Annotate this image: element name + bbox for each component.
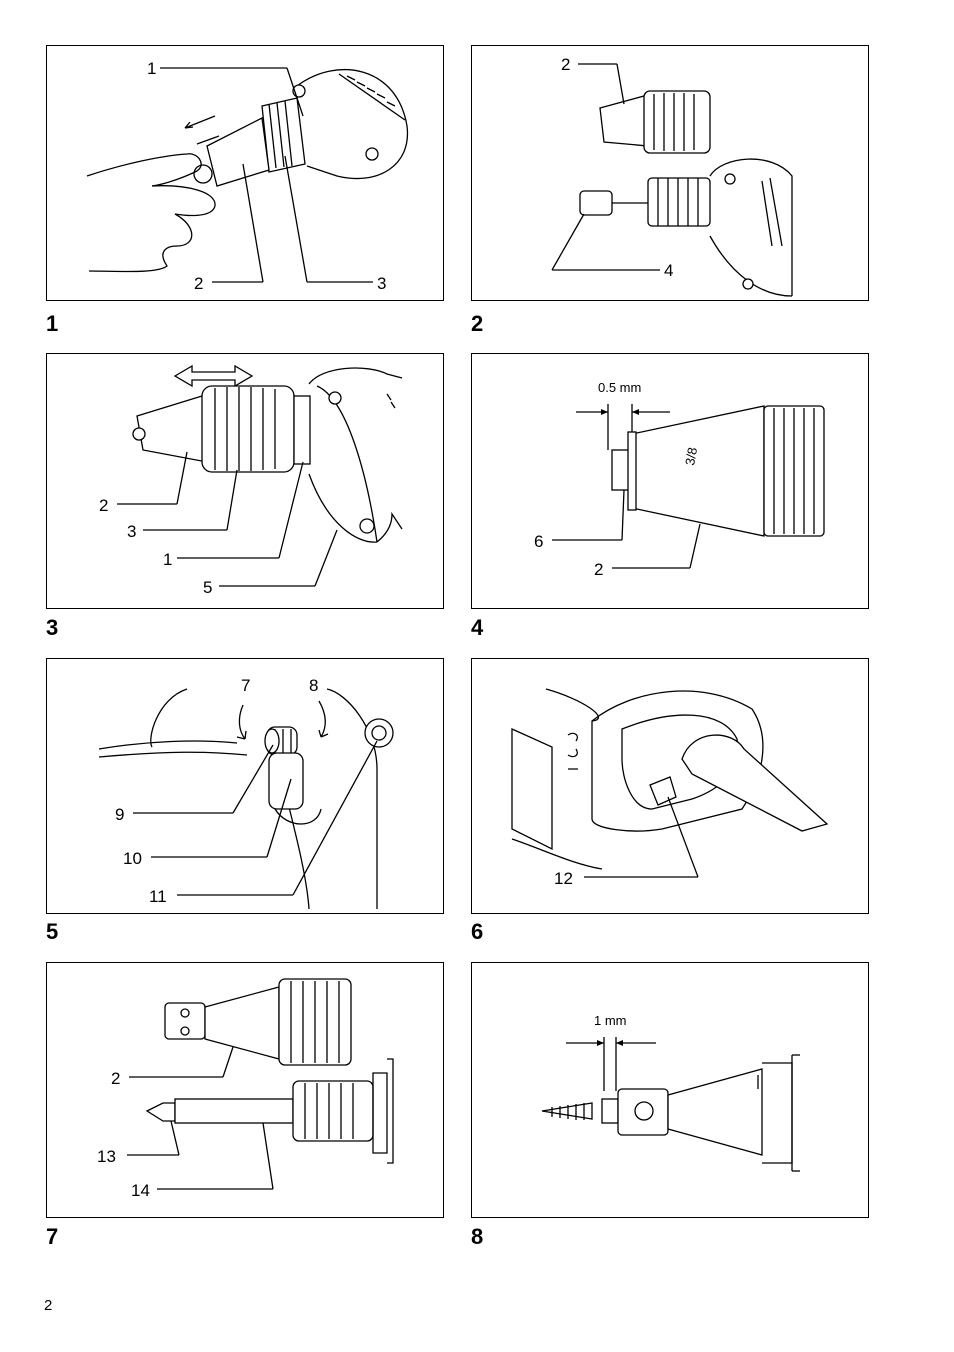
figure-6-number: 6 <box>471 919 484 944</box>
fig1-callout-3: 3 <box>377 274 386 293</box>
figure-6-panel: 12 <box>471 658 869 914</box>
figure-2-illustration: 2 4 <box>551 55 793 297</box>
figure-5-illustration: 7 8 9 10 11 <box>98 676 394 910</box>
figure-5-panel: 7 8 9 10 11 <box>46 658 444 914</box>
figure-2-number: 2 <box>471 311 484 336</box>
fig5-callout-8: 8 <box>309 676 318 695</box>
fig1-callout-1: 1 <box>147 59 156 78</box>
fig7-callout-13: 13 <box>97 1147 116 1166</box>
vent-slots <box>346 75 396 107</box>
fig3-callout-1: 1 <box>163 550 172 569</box>
figure-8-number: 8 <box>471 1224 484 1249</box>
fig5-callout-9: 9 <box>115 805 124 824</box>
fig5-callout-11: 11 <box>149 887 167 906</box>
figure-4-number: 4 <box>471 615 484 640</box>
figure-1-number: 1 <box>46 311 59 336</box>
fig8-dimension-label: 1 mm <box>594 1013 627 1028</box>
figure-3-panel: 2 3 1 5 <box>46 353 444 609</box>
fig3-callout-3: 3 <box>127 522 136 541</box>
figure-6-illustration: 12 <box>511 688 829 888</box>
fig3-callout-2: 2 <box>99 496 108 515</box>
fig7-callout-14: 14 <box>131 1181 150 1200</box>
fig1-callout-2: 2 <box>194 274 203 293</box>
fig5-callout-7: 7 <box>241 676 250 695</box>
fig7-callout-2: 2 <box>111 1069 120 1088</box>
double-arrow-icon <box>173 364 254 388</box>
fig3-callout-5: 5 <box>203 578 212 597</box>
figure-3-illustration: 2 3 1 5 <box>99 364 403 597</box>
figure-7-illustration: 2 13 14 <box>97 978 394 1200</box>
figure-1-illustration: 1 2 3 <box>86 59 409 293</box>
figure-7-number: 7 <box>46 1224 59 1249</box>
figure-8-panel: 1 mm <box>471 962 869 1218</box>
fig5-callout-10: 10 <box>123 849 142 868</box>
figure-4-panel: 0.5 mm 3/8 6 2 <box>471 353 869 609</box>
fig6-callout-12: 12 <box>554 869 573 888</box>
fig4-callout-6: 6 <box>534 532 543 551</box>
direction-symbol-icon <box>567 732 578 770</box>
fig2-callout-4: 4 <box>664 261 673 280</box>
figure-7-panel: 2 13 14 <box>46 962 444 1218</box>
figure-2-panel: 2 4 <box>471 45 869 301</box>
figure-8-illustration: 1 mm <box>541 1013 800 1172</box>
fig4-dimension-label: 0.5 mm <box>598 380 641 395</box>
figure-5-number: 5 <box>46 919 59 944</box>
fig4-callout-2: 2 <box>594 560 603 579</box>
page-number: 2 <box>44 1297 53 1314</box>
figure-4-illustration: 0.5 mm 3/8 6 2 <box>534 380 825 579</box>
fig2-callout-2: 2 <box>561 55 570 74</box>
fig4-size-marking: 3/8 <box>682 446 700 466</box>
figure-1-panel: 1 2 3 <box>46 45 444 301</box>
figure-3-number: 3 <box>46 615 59 640</box>
